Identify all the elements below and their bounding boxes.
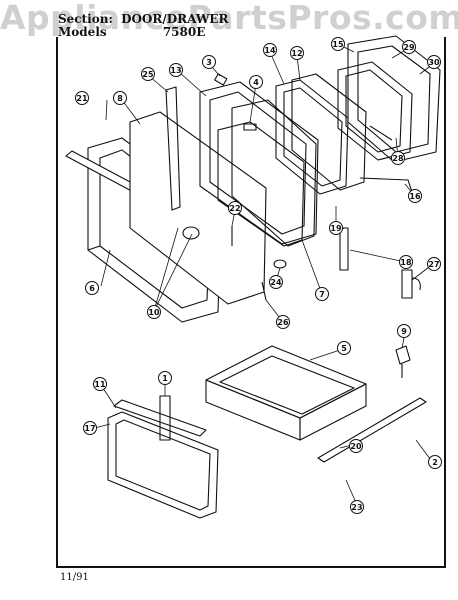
small-part-3: [214, 73, 228, 86]
callout-label: 20: [350, 442, 362, 451]
callout-label: 23: [351, 503, 362, 512]
callout-21: 21: [75, 91, 89, 105]
callout-10: 10: [147, 305, 161, 319]
callout-label: 28: [392, 154, 404, 163]
section-label: Section:: [58, 12, 113, 26]
side-strip: [165, 86, 181, 211]
callout-label: 21: [76, 94, 88, 103]
callout-29: 29: [402, 40, 416, 54]
callout-label: 22: [229, 204, 240, 213]
callout-14: 14: [263, 43, 277, 57]
callout-markers: 21 8 25 13 3 4 14 12 15 29 30 28 16 19 1…: [75, 37, 442, 514]
frame-right: [444, 37, 446, 567]
callout-label: 14: [264, 46, 276, 55]
frame-left: [56, 37, 58, 567]
callout-label: 11: [94, 380, 106, 389]
door-panes: [275, 73, 367, 195]
callout-label: 2: [432, 458, 438, 467]
callout-label: 15: [332, 40, 344, 49]
callout-4: 4: [249, 75, 263, 89]
callout-label: 17: [84, 424, 95, 433]
callout-label: 12: [291, 49, 302, 58]
callout-25: 25: [141, 67, 155, 81]
small-part-9: [395, 345, 411, 378]
callout-label: 16: [409, 192, 421, 201]
callout-label: 30: [428, 58, 440, 67]
callout-label: 24: [270, 278, 282, 287]
callout-20: 20: [349, 439, 363, 453]
callout-30: 30: [427, 55, 441, 69]
callout-label: 7: [319, 290, 325, 299]
drawer-front-panel: [107, 411, 219, 519]
revision-date: 11/91: [60, 572, 89, 583]
callout-label: 27: [428, 260, 439, 269]
drawer-body: [205, 345, 367, 441]
callout-label: 13: [170, 66, 181, 75]
callout-11: 11: [93, 377, 107, 391]
callout-13: 13: [169, 63, 183, 77]
callout-7: 7: [315, 287, 329, 301]
handle-screw: [182, 226, 200, 240]
watermark: AppliancePartsPros.com: [0, 0, 458, 37]
callout-9: 9: [397, 324, 411, 338]
callout-label: 29: [403, 43, 415, 52]
callout-17: 17: [83, 421, 97, 435]
callout-18: 18: [399, 255, 413, 269]
door-outer-frame: [87, 137, 222, 323]
section-value: DOOR/DRAWER: [121, 12, 229, 26]
callout-27: 27: [427, 257, 441, 271]
models-value: 7580E: [162, 25, 206, 39]
callout-12: 12: [290, 46, 304, 60]
callout-label: 10: [148, 308, 160, 317]
small-part-26: [261, 281, 267, 301]
callout-23: 23: [350, 500, 364, 514]
callout-22: 22: [228, 201, 242, 215]
drawer-rail: [317, 397, 427, 463]
callout-3: 3: [202, 55, 216, 69]
callout-label: 3: [206, 58, 212, 67]
inner-door-frame: [199, 81, 319, 245]
back-panel: [337, 35, 441, 163]
callout-label: 18: [400, 258, 412, 267]
callout-label: 1: [162, 374, 168, 383]
callout-15: 15: [331, 37, 345, 51]
callout-label: 4: [253, 78, 259, 87]
frame-bottom: [56, 566, 446, 568]
callout-19: 19: [329, 221, 343, 235]
drawer-bracket: [113, 399, 207, 437]
callout-8: 8: [113, 91, 127, 105]
callout-16: 16: [408, 189, 422, 203]
latch: [401, 269, 421, 299]
callout-26: 26: [276, 315, 290, 329]
callout-2: 2: [428, 455, 442, 469]
callout-label: 8: [117, 94, 123, 103]
callout-24: 24: [269, 275, 283, 289]
callout-1: 1: [158, 371, 172, 385]
callout-label: 5: [341, 344, 347, 353]
callout-5: 5: [337, 341, 351, 355]
callout-label: 9: [401, 327, 407, 336]
small-part-24: [273, 259, 287, 269]
section-header: Section: DOOR/DRAWER: [58, 13, 228, 25]
callout-label: 19: [330, 224, 342, 233]
callout-28: 28: [391, 151, 405, 165]
models-header: Models 7580E: [58, 26, 205, 38]
models-label: Models: [58, 25, 107, 39]
callout-label: 25: [142, 70, 154, 79]
callout-6: 6: [85, 281, 99, 295]
callout-label: 26: [277, 318, 289, 327]
callout-label: 6: [89, 284, 95, 293]
drawer-spring: [159, 395, 171, 441]
